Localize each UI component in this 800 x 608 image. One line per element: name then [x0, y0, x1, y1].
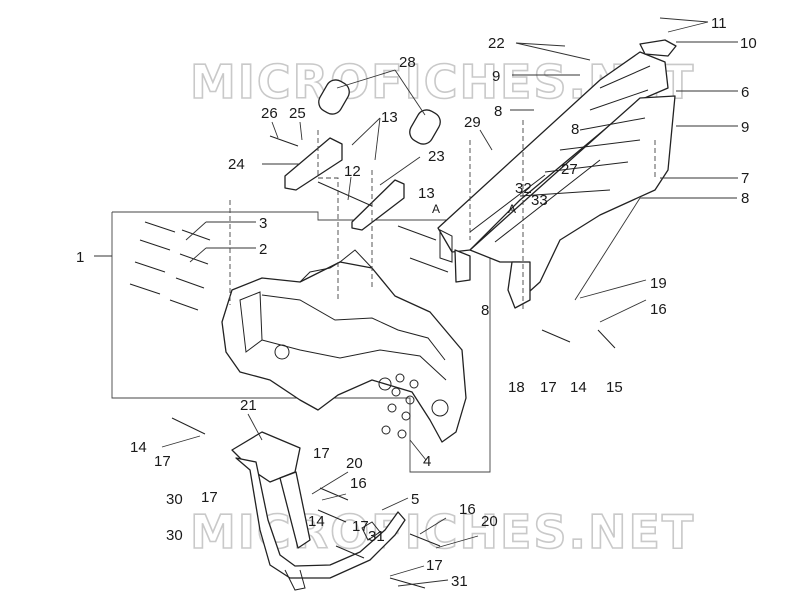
callout-16c: 16 — [459, 501, 476, 518]
callout-13a: 13 — [381, 109, 398, 126]
nuts-4 — [381, 373, 419, 439]
callout-14a: 14 — [130, 439, 147, 456]
callout-26: 26 — [261, 105, 278, 122]
callout-15: 15 — [606, 379, 623, 396]
callout-7: 7 — [741, 170, 749, 187]
callout-21: 21 — [240, 397, 257, 414]
bottom-cradle — [231, 431, 406, 591]
callout-13b: 13 — [418, 185, 435, 202]
callout-27: 27 — [561, 161, 578, 178]
callout-19: 19 — [650, 275, 667, 292]
callout-17d: 17 — [352, 518, 369, 535]
callout-5: 5 — [411, 491, 419, 508]
callout-a-right: A — [508, 202, 516, 216]
callout-14b: 14 — [308, 513, 325, 530]
bracket-24 — [284, 137, 343, 191]
callout-8b: 8 — [571, 121, 579, 138]
callout-3: 3 — [259, 215, 267, 232]
callout-9b: 9 — [741, 119, 749, 136]
callout-17b: 17 — [201, 489, 218, 506]
callout-9a: 9 — [492, 68, 500, 85]
callout-6: 6 — [741, 84, 749, 101]
callout-20b: 20 — [481, 513, 498, 530]
callout-18: 18 — [508, 379, 525, 396]
callout-32: 32 — [515, 180, 532, 197]
callout-20a: 20 — [346, 455, 363, 472]
callout-28: 28 — [399, 54, 416, 71]
callout-8a: 8 — [494, 103, 502, 120]
rod-12 — [317, 181, 373, 207]
callout-31a: 31 — [368, 528, 385, 545]
callout-8c: 8 — [741, 190, 749, 207]
callout-10: 10 — [740, 35, 757, 52]
callout-4: 4 — [423, 453, 431, 470]
callout-14c: 14 — [570, 379, 587, 396]
main-frame — [221, 249, 467, 443]
callout-labels: 1 2 3 4 5 6 7 8 8 8 8 9 9 10 11 12 13 13… — [76, 15, 757, 590]
callout-17f: 17 — [540, 379, 557, 396]
callout-1: 1 — [76, 249, 84, 266]
rear-subframe — [437, 39, 677, 309]
callout-a-left: A — [432, 202, 440, 216]
callout-30b: 30 — [166, 527, 183, 544]
callout-2: 2 — [259, 241, 267, 258]
callout-33: 33 — [531, 192, 548, 209]
bracket-23 — [351, 179, 405, 231]
bolt-set — [129, 135, 616, 589]
callout-8d: 8 — [481, 302, 489, 319]
callout-17a: 17 — [154, 453, 171, 470]
callout-16b: 16 — [350, 475, 367, 492]
callout-25: 25 — [289, 105, 306, 122]
leader-lines — [94, 17, 738, 587]
callout-29: 29 — [464, 114, 481, 131]
callout-24: 24 — [228, 156, 245, 173]
group-box-1 — [111, 211, 491, 473]
sleeves-28 — [318, 79, 441, 145]
callout-17c: 17 — [313, 445, 330, 462]
callout-22: 22 — [488, 35, 505, 52]
callout-12: 12 — [344, 163, 361, 180]
callout-30a: 30 — [166, 491, 183, 508]
callout-16a: 16 — [650, 301, 667, 318]
callout-11: 11 — [711, 15, 727, 32]
dashed-guides — [229, 120, 656, 310]
callout-17e: 17 — [426, 557, 443, 574]
callout-23: 23 — [428, 148, 445, 165]
callout-31b: 31 — [451, 573, 468, 590]
